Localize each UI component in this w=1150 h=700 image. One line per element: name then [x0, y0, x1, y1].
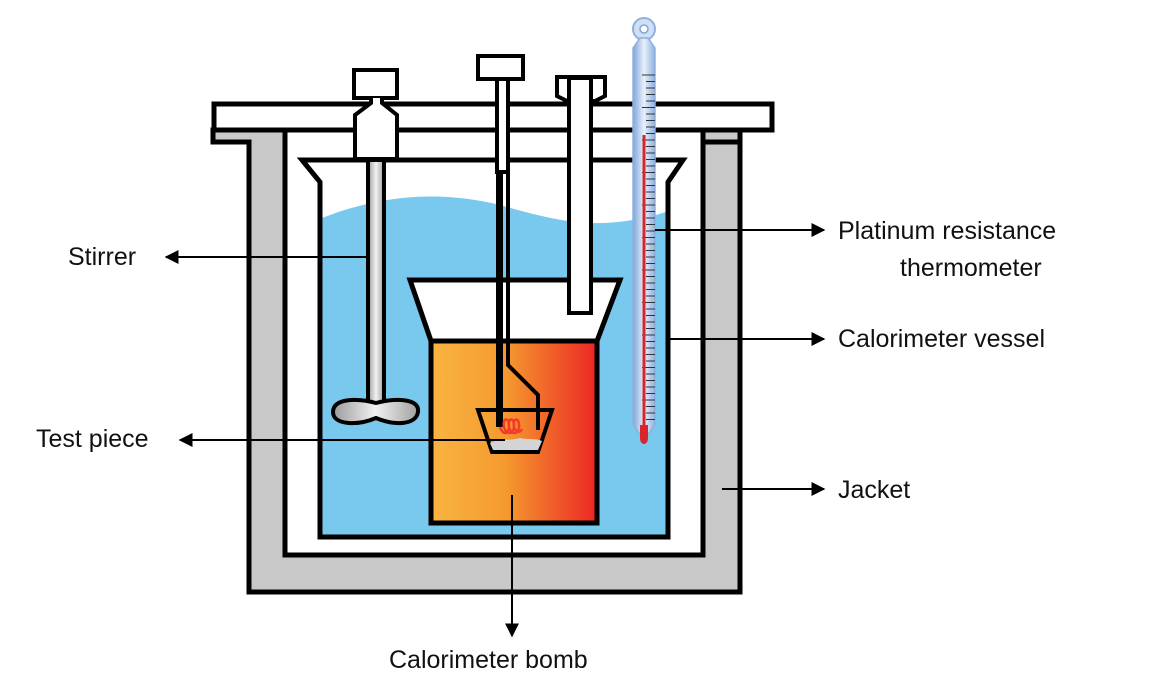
ignition-electrode	[476, 54, 540, 430]
label-thermometer-line1: Platinum resistance	[838, 217, 1057, 245]
label-stirrer: Stirrer	[68, 243, 137, 271]
ignition-coil	[498, 418, 524, 435]
thermometer	[632, 17, 656, 444]
stirrer	[330, 68, 420, 426]
calorimeter-vessel	[296, 157, 688, 540]
label-thermometer-line2: thermometer	[900, 254, 1042, 282]
leader-lines	[164, 223, 826, 638]
lid	[211, 101, 775, 133]
label-calorimeter-vessel: Calorimeter vessel	[838, 325, 1046, 353]
valve-tube	[555, 75, 607, 315]
label-calorimeter-bomb: Calorimeter bomb	[389, 646, 588, 674]
label-test-piece: Test piece	[36, 425, 149, 453]
label-jacket: Jacket	[838, 476, 911, 504]
